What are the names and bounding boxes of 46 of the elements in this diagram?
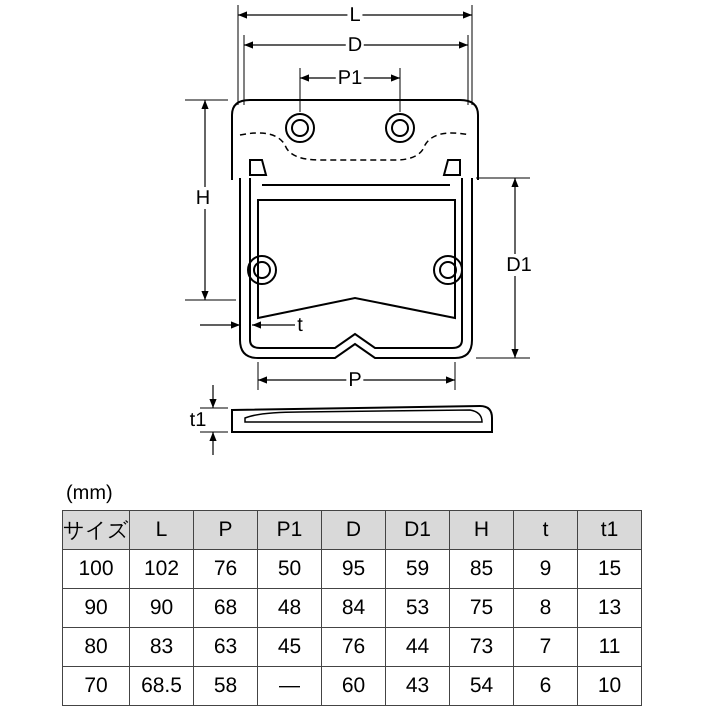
header-cell: t1 — [578, 510, 642, 550]
table-cell: 6 — [514, 666, 578, 706]
table-cell: 90 — [62, 588, 130, 628]
header-cell: L — [130, 510, 194, 550]
table-cell: 15 — [578, 550, 642, 588]
table-cell: 9 — [514, 550, 578, 588]
header-cell: P — [194, 510, 258, 550]
table-cell: 80 — [62, 628, 130, 666]
table-cell: 59 — [386, 550, 450, 588]
table-cell: 90 — [130, 588, 194, 628]
table-cell: 70 — [62, 666, 130, 706]
table-cell: 53 — [386, 588, 450, 628]
header-cell: サイズ — [62, 510, 130, 550]
header-cell: t — [514, 510, 578, 550]
table-cell: 8 — [514, 588, 578, 628]
table-cell: 76 — [322, 628, 386, 666]
table-cell: 68 — [194, 588, 258, 628]
header-cell: P1 — [258, 510, 322, 550]
table-cell: 84 — [322, 588, 386, 628]
table-cell: 45 — [258, 628, 322, 666]
table-cell: 50 — [258, 550, 322, 588]
table-cell: 48 — [258, 588, 322, 628]
table-cell: 68.5 — [130, 666, 194, 706]
table-cell: 60 — [322, 666, 386, 706]
table-cell: 44 — [386, 628, 450, 666]
table-cell: 43 — [386, 666, 450, 706]
header-cell: D — [322, 510, 386, 550]
table-cell: 11 — [578, 628, 642, 666]
table-cell: 58 — [194, 666, 258, 706]
table-cell: 76 — [194, 550, 258, 588]
table-cell: 100 — [62, 550, 130, 588]
header-cell: D1 — [386, 510, 450, 550]
table-cell: 102 — [130, 550, 194, 588]
unit-note: (mm) — [66, 482, 113, 505]
header-cell: H — [450, 510, 514, 550]
table-cell: 85 — [450, 550, 514, 588]
table-cell: — — [258, 666, 322, 706]
table-cell: 13 — [578, 588, 642, 628]
table-cell: 54 — [450, 666, 514, 706]
table-cell: 10 — [578, 666, 642, 706]
table-cell: 63 — [194, 628, 258, 666]
table-cell: 75 — [450, 588, 514, 628]
table-cell: 95 — [322, 550, 386, 588]
table-cell: 73 — [450, 628, 514, 666]
table-cell: 7 — [514, 628, 578, 666]
table-cell: 83 — [130, 628, 194, 666]
